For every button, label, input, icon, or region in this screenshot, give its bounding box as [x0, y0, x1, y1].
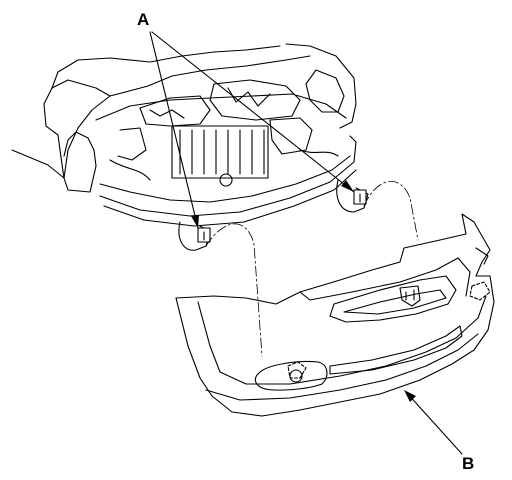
leader-a-right — [151, 31, 355, 193]
bumper-inner-ridge — [299, 257, 471, 301]
arrowhead-a-right — [341, 180, 354, 192]
fog-lamp — [289, 369, 303, 383]
radiator — [171, 125, 269, 179]
wheel-arch — [57, 134, 65, 179]
bumper-outer-shell — [175, 275, 495, 417]
alignment-lines — [205, 181, 419, 357]
bumper-cover — [175, 213, 495, 417]
callout-a-leaders — [149, 31, 355, 229]
arrowhead-b — [404, 390, 416, 402]
leader-a-left — [149, 31, 199, 229]
radiator-support-upper — [95, 93, 347, 121]
radiator-fins — [179, 129, 265, 175]
right-headlight-opening — [305, 69, 345, 113]
alignment-line-left — [205, 223, 263, 357]
engine-detail — [117, 87, 271, 161]
bumper-lower-lip — [205, 333, 479, 401]
car-front-end — [11, 43, 357, 227]
callout-b-leader — [404, 390, 463, 455]
windshield-line — [51, 45, 281, 89]
left-fender — [63, 131, 97, 193]
lower-grille-slot — [329, 325, 463, 375]
radiator-support-lower — [99, 155, 351, 203]
grille-opening — [329, 275, 457, 323]
bumper-clip-left — [178, 221, 211, 251]
grille-emblem — [399, 285, 421, 307]
grille-inner — [343, 289, 447, 315]
arrowhead-a-left — [191, 215, 199, 228]
bumper-fascia-fold — [197, 295, 487, 385]
bumper-top-edge — [175, 213, 491, 305]
callout-label-b: B — [462, 454, 475, 473]
leader-b — [405, 391, 463, 455]
fog-lamp-mount — [219, 173, 233, 187]
engine-block — [139, 95, 211, 127]
intake-manifold — [209, 79, 301, 121]
callout-label-a: A — [137, 10, 150, 29]
right-fender — [285, 43, 357, 129]
fog-lamp-mount-dashed — [287, 361, 307, 379]
bumper-beam — [99, 135, 357, 217]
fog-lamp-opening — [254, 361, 328, 391]
hose — [109, 149, 339, 181]
battery — [269, 117, 313, 155]
bumper-clip-right — [336, 179, 369, 213]
bumper-beam-lower — [103, 169, 357, 227]
bumper-side-reflector — [475, 247, 489, 265]
alignment-line-right — [363, 181, 419, 241]
side-clip-dashed — [469, 281, 491, 301]
hood-edge — [109, 55, 311, 97]
